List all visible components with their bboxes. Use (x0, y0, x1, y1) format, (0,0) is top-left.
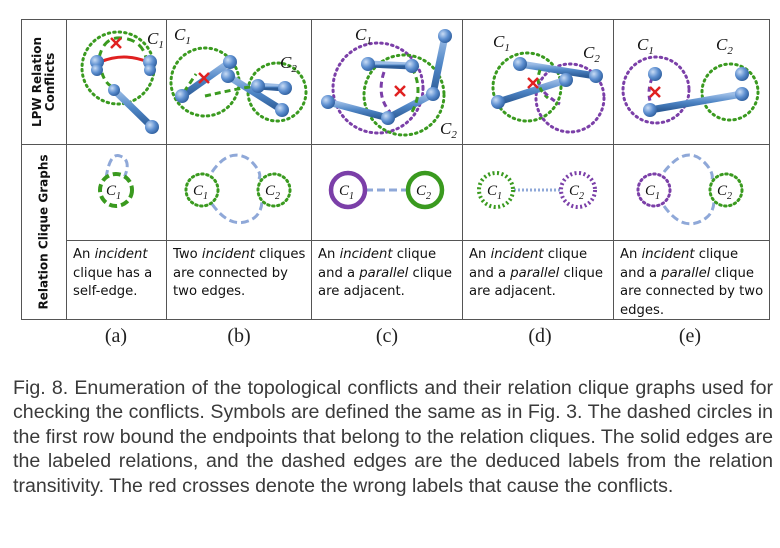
subfigure-label-c: (c) (375, 325, 399, 347)
figure-svg: C1 C1 C2 C1 C2 (21, 19, 770, 320)
row-label-conflicts: LPW Relation Conflicts (30, 37, 57, 127)
clique-graph-c: C1 C2 (328, 170, 445, 210)
svg-text:C2: C2 (440, 119, 457, 141)
svg-text:C1: C1 (355, 25, 372, 47)
svg-text:C2: C2 (716, 35, 733, 57)
clique-graph-a: C1 (98, 153, 134, 208)
description-a: An incident clique has a self-edge. (73, 247, 153, 299)
row-label-line: Relation Clique Graphs (36, 154, 51, 310)
conflict-diagram-b: C1 C2 (169, 25, 308, 123)
clique-graph-d: C1 C2 (477, 171, 597, 209)
row-label-clique-graphs: Relation Clique Graphs (36, 154, 51, 310)
subfigure-label-d: (d) (528, 325, 552, 347)
clique-label-c1: C1 (147, 29, 164, 51)
subfigure-label-b: (b) (227, 325, 251, 347)
svg-text:C2: C2 (583, 43, 600, 65)
svg-text:C2: C2 (280, 53, 297, 75)
subfigure-label-e: (e) (678, 325, 702, 347)
conflict-diagram-a: C1 (80, 29, 164, 134)
conflict-diagram-e: C1 C2 (621, 35, 760, 125)
row-label-line-2: Conflicts (43, 52, 57, 112)
clique-graph-e: C1 C2 (636, 153, 744, 226)
description-c: An incident clique and a parallel clique… (318, 247, 452, 299)
svg-text:C1: C1 (493, 32, 510, 54)
description-d: An incident clique and a parallel clique… (469, 247, 603, 299)
table-grid (21, 19, 770, 320)
figure-panel: C1 C1 C2 C1 C2 (21, 19, 770, 320)
svg-text:C1: C1 (637, 35, 654, 57)
description-b: Two incident cliques are connected by tw… (173, 247, 306, 299)
svg-text:C1: C1 (174, 25, 191, 47)
conflict-diagram-d: C1 C2 (491, 32, 606, 134)
figure-caption: Fig. 8. Enumeration of the topological c… (13, 377, 773, 497)
clique-graph-b: C1 C2 (184, 153, 292, 225)
subfigure-label-a: (a) (104, 325, 128, 347)
conflict-diagram-c: C1 C2 (321, 25, 457, 141)
description-e: An incident clique and a parallel clique… (620, 247, 764, 318)
